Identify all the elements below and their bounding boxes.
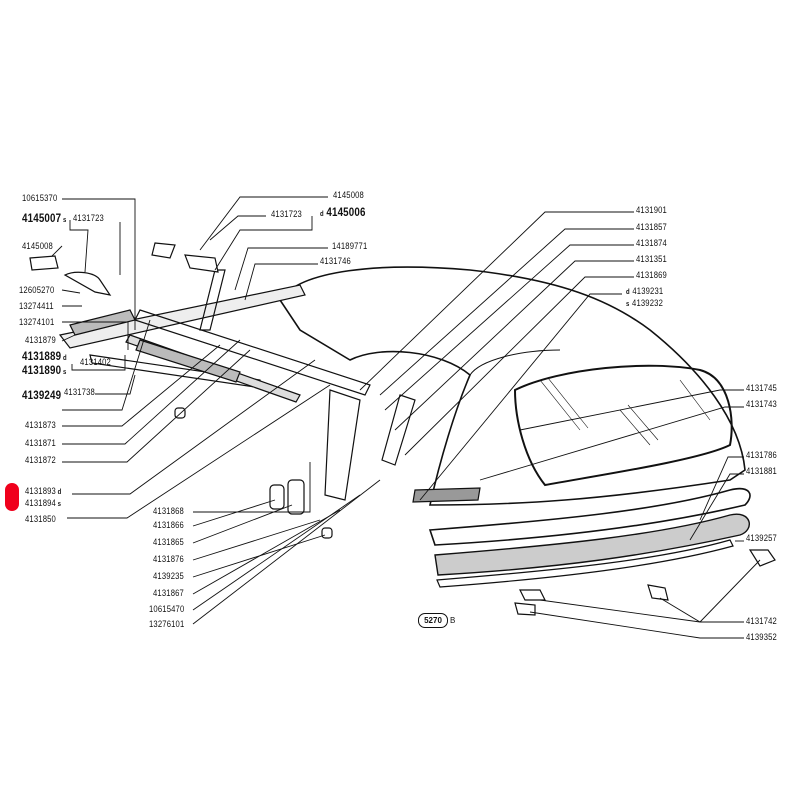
part-number: 4131738 xyxy=(64,387,95,397)
part-number: 4131868 xyxy=(153,506,184,516)
rear-window xyxy=(513,364,733,487)
glass-reflections xyxy=(539,377,711,446)
part-number-value: 4145006 xyxy=(326,207,366,219)
part-number: 4131402 xyxy=(80,357,111,367)
frame-rails xyxy=(58,269,416,501)
part-number: 13276101 xyxy=(149,619,185,629)
side-suffix: s xyxy=(62,369,67,376)
figure-stamp-suffix: B xyxy=(450,616,456,625)
part-number: 4131867 xyxy=(153,588,184,598)
part-number: 4131873 xyxy=(25,420,56,430)
part-number: 4131745 xyxy=(746,383,777,393)
part-number: 4131874 xyxy=(636,238,667,248)
part-number: 14189771 xyxy=(332,241,368,251)
side-suffix: d xyxy=(57,489,62,496)
part-number: 4145008 xyxy=(22,241,53,251)
part-number: 4131871 xyxy=(25,438,56,448)
side-prefix: d xyxy=(626,289,630,296)
part-number: 4131746 xyxy=(320,256,351,266)
part-number: 13274101 xyxy=(19,317,55,327)
part-number: 4131869 xyxy=(636,270,667,280)
part-number: 4131881 xyxy=(746,466,777,476)
rear-seal xyxy=(434,513,750,576)
part-number-value: 4131894 xyxy=(25,498,56,508)
part-number: 4131866 xyxy=(153,520,184,530)
rear-strip xyxy=(436,539,734,588)
small-parts xyxy=(29,242,776,616)
part-number-value: 4145007 xyxy=(22,213,62,225)
part-number: 13274411 xyxy=(19,301,54,311)
part-number: 4139257 xyxy=(746,533,777,543)
figure-stamp: 5270 xyxy=(418,613,448,628)
part-number: 4145008 xyxy=(333,190,364,200)
part-number: 4139235 xyxy=(153,571,184,581)
part-number: 4139352 xyxy=(746,632,777,642)
part-number-value: 4131893 xyxy=(25,486,56,496)
side-suffix: s xyxy=(62,217,67,224)
roof-canvas xyxy=(279,266,746,506)
side-prefix: s xyxy=(626,301,630,308)
part-number-value: 4139232 xyxy=(632,298,664,308)
part-number: 4131351 xyxy=(636,254,667,264)
rear-bow xyxy=(428,487,751,546)
part-number-value: 4139231 xyxy=(632,286,664,296)
leader-lines xyxy=(51,196,761,639)
part-number-value: 4131889 xyxy=(22,351,62,363)
part-number-value: 4131890 xyxy=(22,365,62,377)
part-number: 10615370 xyxy=(22,193,58,203)
part-number: 4131743 xyxy=(746,399,777,409)
part-number: 12605270 xyxy=(19,285,55,295)
part-number: 4131857 xyxy=(636,222,667,232)
part-number: 4131786 xyxy=(746,450,777,460)
part-number: 4131872 xyxy=(25,455,56,465)
part-number: 4131879 xyxy=(25,335,56,345)
part-number: 4131742 xyxy=(746,616,777,626)
part-number: 4131723 xyxy=(271,209,302,219)
highlight-marker xyxy=(5,483,19,511)
part-number: 4131901 xyxy=(636,205,667,215)
part-number: 4131865 xyxy=(153,537,184,547)
part-number: 10615470 xyxy=(149,604,185,614)
part-number: 4131723 xyxy=(73,213,104,223)
rear-trim xyxy=(412,487,481,503)
seal-strip xyxy=(135,339,241,383)
side-suffix: s xyxy=(57,501,62,508)
part-number: 4139249 xyxy=(22,390,62,402)
side-suffix: d xyxy=(62,355,67,362)
roof-side-seam xyxy=(469,349,561,376)
part-number: 4131876 xyxy=(153,554,184,564)
part-number: 4131850 xyxy=(25,514,56,524)
side-prefix: d xyxy=(320,211,324,218)
